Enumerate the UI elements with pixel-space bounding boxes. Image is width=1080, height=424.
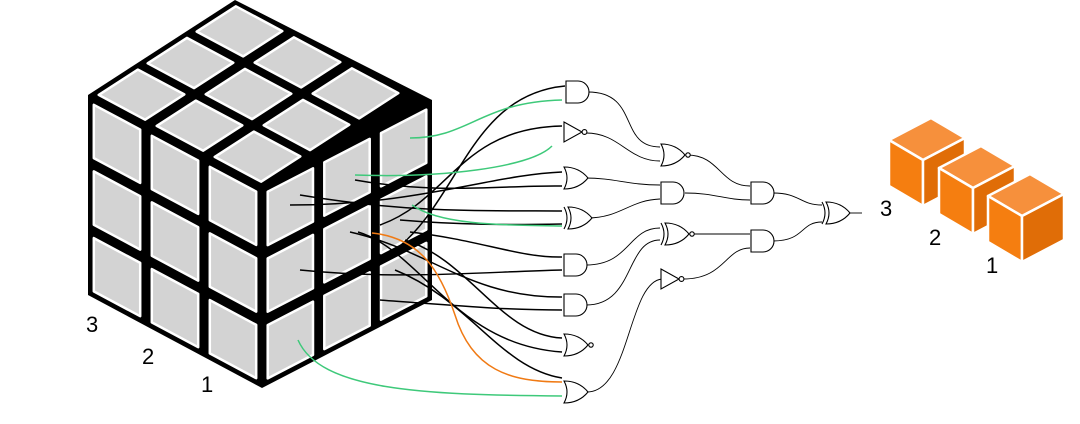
cube-right-face-cell: [379, 108, 428, 188]
cube-top-face-cell: [97, 68, 186, 121]
wire: [354, 179, 563, 190]
wire: [587, 198, 661, 219]
gate-layer-1: [563, 80, 594, 404]
wire: [394, 269, 563, 379]
not-gate: [660, 268, 685, 290]
inverter-bubble: [588, 342, 594, 348]
and-gate: [565, 80, 590, 104]
cube-left-face-cell: [92, 170, 142, 251]
cube-left-face-cell: [150, 267, 200, 349]
gate-layer-3: [750, 181, 775, 253]
cube-axis-labels: 3 2 1: [86, 312, 213, 397]
orange-block-3-side: [1020, 192, 1066, 264]
cube-left-face-cell: [208, 165, 258, 247]
cube-top-face-cell: [155, 99, 244, 152]
cube-left-face-cell: [150, 134, 200, 216]
cube-label-1: 1: [201, 372, 213, 397]
wire-green: [297, 339, 563, 397]
cube-label-2: 2: [142, 344, 154, 369]
xor-gate: [563, 206, 593, 230]
and-gate: [660, 181, 685, 205]
gate-layer-2: [660, 143, 695, 290]
and-gate: [563, 253, 588, 277]
block-label-3: 3: [880, 196, 892, 221]
cube-right-face-cell: [266, 233, 315, 313]
cube-top-face-cell: [195, 5, 284, 58]
cube-left-face-cell: [92, 236, 142, 318]
or-gate: [563, 166, 589, 190]
cube-left-face-cell: [208, 298, 258, 380]
wire: [584, 177, 661, 186]
wire: [409, 231, 563, 258]
xor-gate: [660, 222, 690, 246]
wire-green: [409, 99, 563, 139]
wire: [585, 132, 661, 162]
cube-label-3: 3: [86, 312, 98, 337]
wire: [585, 239, 661, 306]
cube-top-face-cell: [146, 36, 235, 90]
wire: [586, 278, 663, 393]
block-label-2: 2: [929, 225, 941, 250]
cube-left-face-cell: [92, 103, 142, 185]
cube-right-face-cell: [266, 167, 315, 247]
block-labels: 3 2 1: [880, 196, 998, 278]
wire-orange: [371, 232, 563, 383]
wire: [357, 231, 563, 353]
cube-left-face-cell: [208, 232, 258, 313]
cube-top-face-cell: [204, 67, 293, 121]
and-gate: [750, 229, 775, 253]
or-gate: [563, 380, 589, 404]
wire: [587, 91, 661, 148]
wire: [684, 192, 751, 201]
wire-green: [354, 145, 553, 177]
wire: [682, 247, 751, 280]
inverter-bubble: [685, 152, 691, 158]
wire: [772, 221, 823, 242]
and-gate: [563, 293, 588, 317]
wire: [349, 231, 563, 298]
wire: [289, 171, 563, 206]
and-gate: [750, 181, 775, 205]
wire: [379, 299, 563, 311]
or-gate: [660, 143, 686, 167]
wire: [299, 194, 563, 212]
wire: [686, 154, 751, 187]
wire: [585, 227, 661, 266]
inverter-bubble: [689, 231, 695, 237]
wire-green: [411, 204, 563, 227]
wire: [404, 239, 563, 339]
wire: [772, 192, 823, 206]
or-gate: [563, 333, 589, 357]
xor-gate: [821, 201, 851, 225]
cube-top-face-cell: [253, 36, 342, 89]
cube-right-face-cell: [323, 137, 371, 217]
wire: [399, 219, 563, 226]
cube-right-face-cell: [323, 271, 371, 351]
wire: [394, 85, 566, 251]
cube-top-face-cell: [262, 98, 351, 152]
rubiks-cube-3x3: [88, 0, 432, 388]
cube-top-face-cell: [311, 67, 400, 120]
block-label-1: 1: [986, 253, 998, 278]
circuit-wires: [289, 85, 862, 397]
cube-top-face-cell: [213, 130, 302, 183]
not-gate: [563, 121, 588, 143]
wire: [379, 125, 563, 226]
cube-right-face-cell: [266, 300, 315, 380]
cube-right-face-cell: [323, 204, 371, 284]
output-gate: [821, 201, 851, 225]
cube-left-face-cell: [150, 201, 200, 282]
orange-block-row: [887, 116, 1066, 264]
